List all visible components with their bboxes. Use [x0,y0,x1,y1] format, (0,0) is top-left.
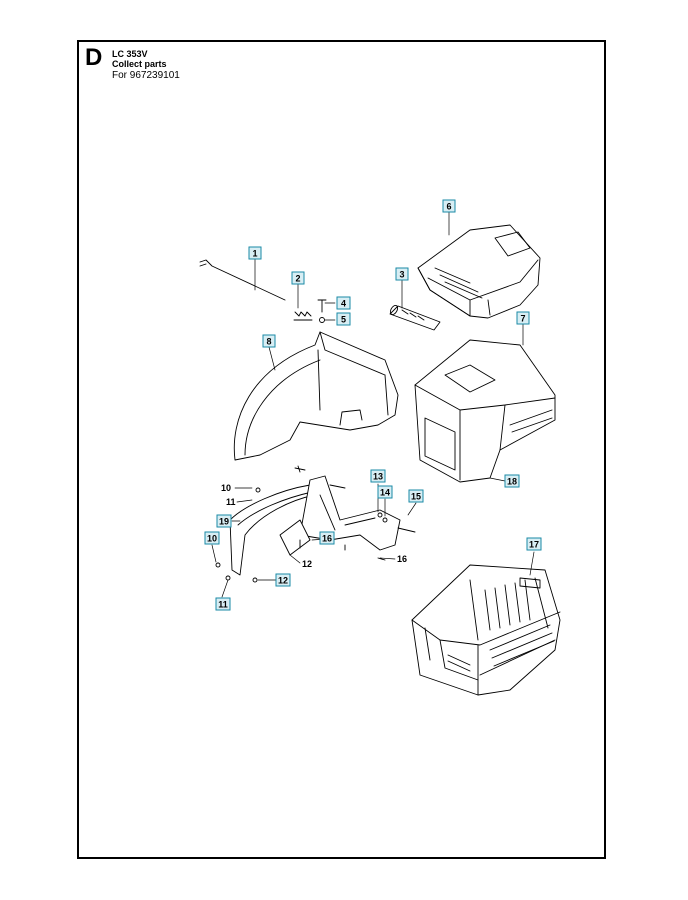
svg-text:13: 13 [373,472,383,482]
label-11: 11 [226,497,236,507]
part-7-bag-frame [414,339,556,483]
callout-12: 12 [275,573,291,587]
callout-13: 13 [370,469,386,483]
part-6-bag-cover [417,224,541,319]
label-16: 16 [397,554,407,564]
svg-text:5: 5 [341,315,346,325]
callout-8: 8 [262,334,276,348]
part-8-chute-cover [233,331,399,461]
svg-text:3: 3 [399,270,404,280]
svg-text:12: 12 [278,576,288,586]
svg-text:10: 10 [207,534,217,544]
part-17-bag-basket [411,564,561,696]
svg-text:16: 16 [322,534,332,544]
svg-text:19: 19 [219,517,229,527]
callout-16: 16 [319,531,335,545]
svg-text:2: 2 [295,274,300,284]
svg-text:4: 4 [341,299,346,309]
callout-2: 2 [291,271,305,285]
svg-text:6: 6 [446,202,451,212]
callout-10: 10 [204,531,220,545]
callout-14: 14 [377,485,393,499]
svg-text:18: 18 [507,477,517,487]
svg-text:8: 8 [266,337,271,347]
svg-text:10: 10 [221,483,231,493]
diagram-frame [77,40,606,859]
diagram-title: Collect parts [112,59,167,69]
callout-19: 19 [216,514,232,528]
svg-text:17: 17 [529,540,539,550]
callout-3: 3 [395,267,409,281]
callout-18: 18 [504,474,520,488]
part-3-handle-tube [389,304,441,331]
callout-1: 1 [248,246,262,260]
part-2-spring [293,311,313,321]
svg-text:11: 11 [226,497,236,507]
model-name: LC 353V [112,49,148,59]
part-4-5-screws [317,299,327,323]
svg-text:16: 16 [397,554,407,564]
callout-4: 4 [336,296,351,310]
svg-text:11: 11 [218,600,228,610]
part-1-rod [199,259,286,301]
svg-text:1: 1 [252,249,257,259]
callout-17: 17 [526,537,542,551]
svg-text:14: 14 [380,488,390,498]
callout-11: 11 [215,597,231,611]
svg-text:12: 12 [302,559,312,569]
svg-text:7: 7 [520,314,525,324]
callout-15: 15 [408,489,424,503]
label-12: 12 [302,559,312,569]
label-10: 10 [221,483,231,493]
part-number: For 967239101 [112,70,180,81]
callout-5: 5 [336,312,351,326]
section-letter: D [85,44,103,71]
callout-7: 7 [516,311,530,325]
svg-text:15: 15 [411,492,421,502]
callout-6: 6 [442,199,456,213]
